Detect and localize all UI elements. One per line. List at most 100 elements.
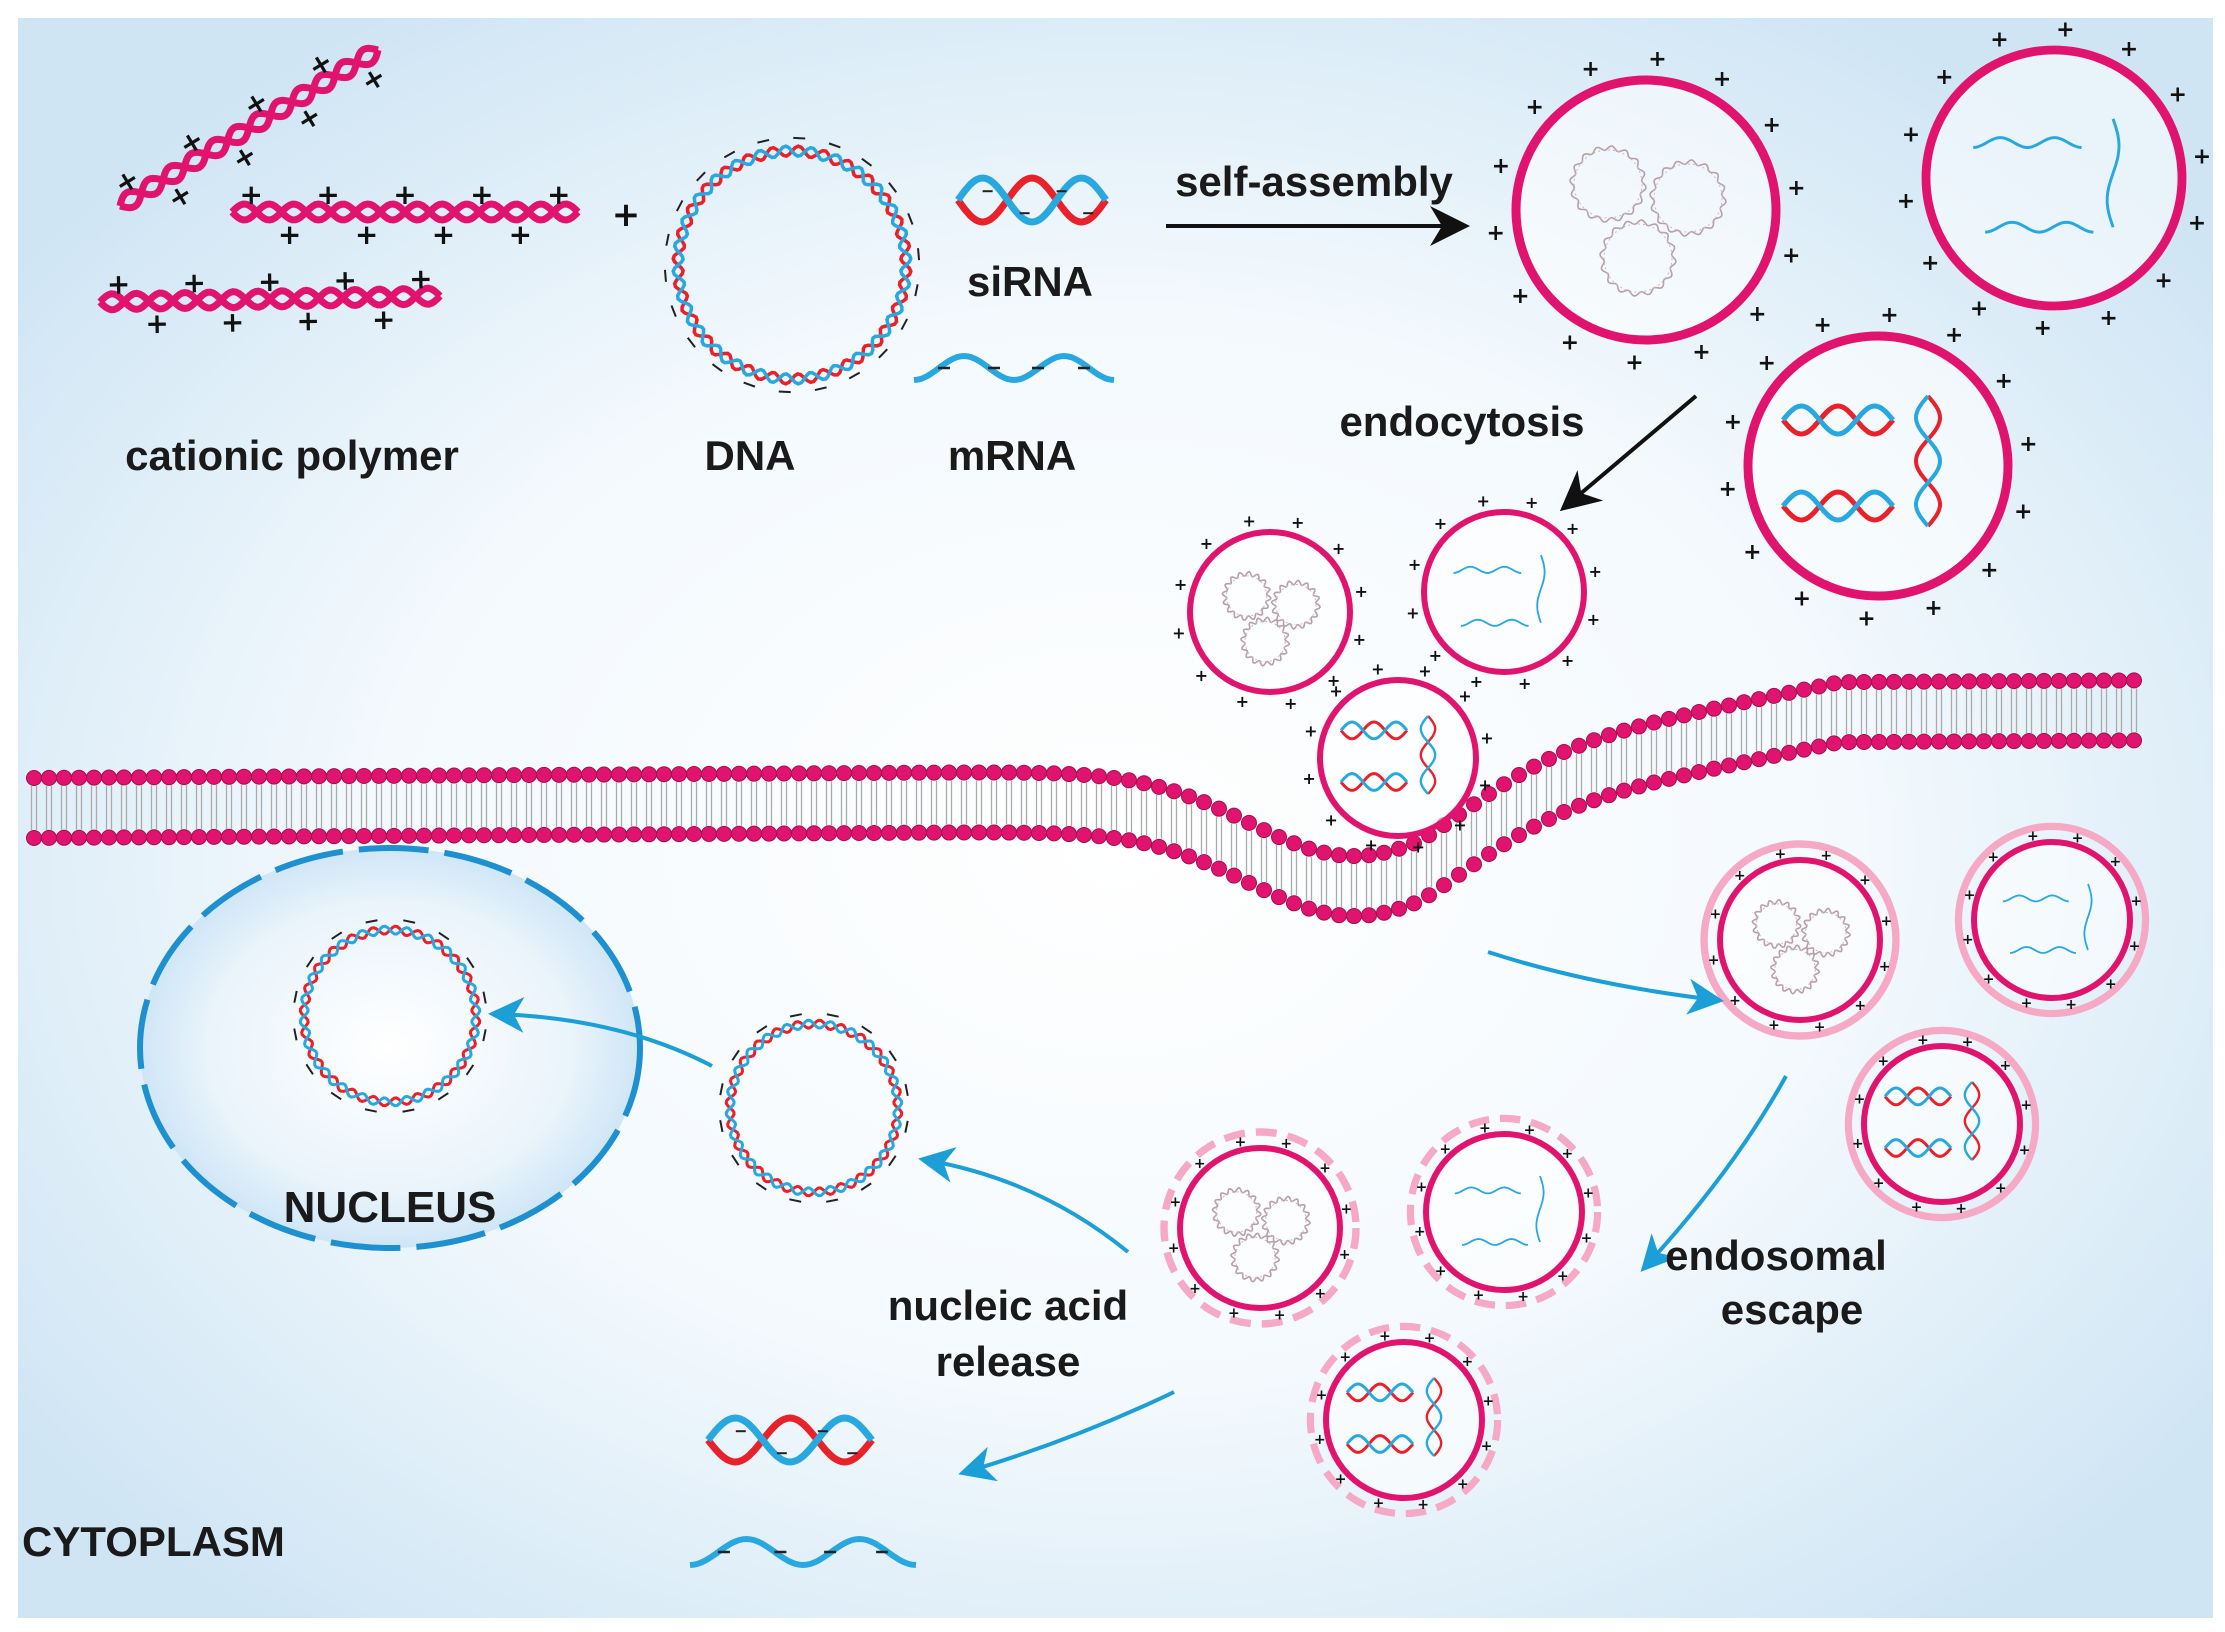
polymer-shell: [1861, 1043, 2023, 1205]
positive-charge-mark: +: [1335, 1472, 1347, 1488]
lipid-head-outer: [1346, 848, 1362, 865]
polymer-shell: [1971, 839, 2133, 1001]
lipid-head-outer: [161, 769, 177, 786]
negative-charge-mark: [793, 136, 806, 140]
lipid-head-inner: [1226, 867, 1242, 884]
polyplex-mrna: ++++++++++++: [1954, 822, 2150, 1018]
negative-charge-mark: [755, 1182, 767, 1191]
lipid-head-outer: [626, 766, 642, 783]
lipid-head-inner: [926, 824, 942, 841]
lipid-head-outer: [2111, 672, 2127, 689]
lipid-head-outer: [956, 764, 972, 781]
endosome-membrane: [1160, 1128, 1360, 1328]
positive-charge-mark: +: [1880, 303, 1898, 328]
positive-charge-mark: +: [1341, 1201, 1353, 1217]
polyplex-mrna: ++++++++++++: [1406, 491, 1602, 692]
lipid-head-outer: [1796, 681, 1812, 698]
positive-charge-mark: +: [509, 218, 532, 251]
positive-charge-mark: +: [2099, 306, 2117, 331]
mrna-strand: [2105, 118, 2121, 228]
negative-charge-mark: [365, 919, 378, 924]
lipid-head-inner: [1211, 860, 1227, 877]
lipid-head-inner: [1751, 751, 1767, 768]
lipid-head-inner: [941, 824, 957, 841]
lipid-head-outer: [356, 767, 372, 784]
mrna-strand: [1454, 1186, 1521, 1195]
negative-charge-mark: [904, 1083, 909, 1097]
lipid-head-inner: [401, 827, 417, 844]
polymer-shell: [1421, 509, 1587, 675]
lipid-head-outer: [1376, 844, 1392, 861]
positive-charge-mark: +: [1814, 1019, 1826, 1035]
negative-charge-mark: [305, 1063, 314, 1075]
condensed-dna-ring-inner: [1805, 911, 1847, 954]
positive-charge-mark: +: [1462, 1354, 1474, 1370]
sirna-strand-red: [1339, 772, 1409, 792]
lipid-head-inner: [266, 828, 282, 845]
positive-charge-mark: +: [1987, 850, 1999, 866]
lipid-head-inner: [896, 824, 912, 841]
positive-charge-mark: +: [1457, 1476, 1469, 1492]
lipid-head-inner: [1916, 733, 1932, 750]
lipid-head-inner: [1331, 907, 1347, 924]
positive-charge-mark: +: [1990, 27, 2008, 52]
lipid-head-inner: [851, 825, 867, 842]
lipid-head-inner: [416, 827, 432, 844]
positive-charge-mark: +: [1243, 511, 1256, 530]
negative-charge-mark: [364, 1108, 377, 1113]
condensed-dna-ring-inner: [1225, 575, 1268, 617]
lipid-head-inner: [806, 825, 822, 842]
lipid-head-inner: [86, 829, 102, 846]
mrna-strand: [1535, 1175, 1545, 1243]
lipid-head-outer: [1151, 778, 1167, 795]
positive-charge-mark: +: [1280, 1136, 1292, 1152]
self-assembly-label: self-assembly: [1175, 158, 1453, 205]
endosome-membrane: [1406, 1114, 1602, 1310]
positive-charge-mark: +: [2188, 211, 2206, 236]
lipid-head-outer: [986, 764, 1002, 781]
lipid-head-outer: [71, 769, 87, 786]
dna-strand-blue: [298, 924, 482, 1108]
lipid-head-outer: [1871, 673, 1887, 690]
positive-charge-mark: +: [1486, 221, 1504, 246]
sirna-strand-blue: [705, 1414, 875, 1466]
lipid-head-outer: [1496, 776, 1512, 793]
positive-charge-mark: +: [2056, 17, 2074, 42]
lipid-head-inner: [2036, 732, 2052, 749]
lipid-head-inner: [161, 829, 177, 846]
dna-strand-blue: [671, 144, 913, 386]
lipid-head-inner: [1826, 735, 1842, 752]
positive-charge-mark: +: [2065, 997, 2077, 1013]
positive-charge-mark: +: [2169, 82, 2187, 107]
positive-charge-mark: +: [1566, 519, 1579, 538]
positive-charge-mark: +: [1582, 1186, 1594, 1202]
negative-charge-mark: [731, 1154, 740, 1166]
lipid-head-inner: [1046, 825, 1062, 842]
polymer-strand: +++++++++: [97, 262, 443, 340]
lipid-head-inner: [656, 826, 672, 843]
lipid-head-inner: [791, 825, 807, 842]
lipid-head-inner: [1856, 733, 1872, 750]
lipid-head-inner: [281, 828, 297, 845]
positive-charge-mark: +: [1748, 302, 1766, 327]
positive-charge-mark: +: [1302, 769, 1315, 788]
positive-charge-mark: +: [1416, 1179, 1428, 1195]
negative-charge-mark: [888, 182, 898, 193]
positive-charge-mark: +: [1424, 1330, 1436, 1346]
positive-charge-mark: +: [2105, 976, 2117, 992]
positive-charge-mark: +: [1414, 1224, 1426, 1240]
lipid-head-inner: [446, 827, 462, 844]
lipid-head-outer: [401, 767, 417, 784]
condensed-dna-ring-inner: [1755, 903, 1798, 945]
lipid-head-outer: [2081, 672, 2097, 689]
lipid-head-outer: [56, 769, 72, 786]
lipid-head-inner: [1481, 845, 1497, 862]
negative-charge-mark: [789, 1198, 802, 1203]
positive-charge-mark: +: [1329, 682, 1342, 701]
negative-charge-mark: [789, 1013, 803, 1018]
lipid-head-inner: [176, 829, 192, 846]
positive-charge-mark: +: [1304, 722, 1317, 741]
mrna-label: mRNA: [948, 432, 1076, 479]
lipid-head-outer: [281, 768, 297, 785]
lipid-head-inner: [731, 825, 747, 842]
